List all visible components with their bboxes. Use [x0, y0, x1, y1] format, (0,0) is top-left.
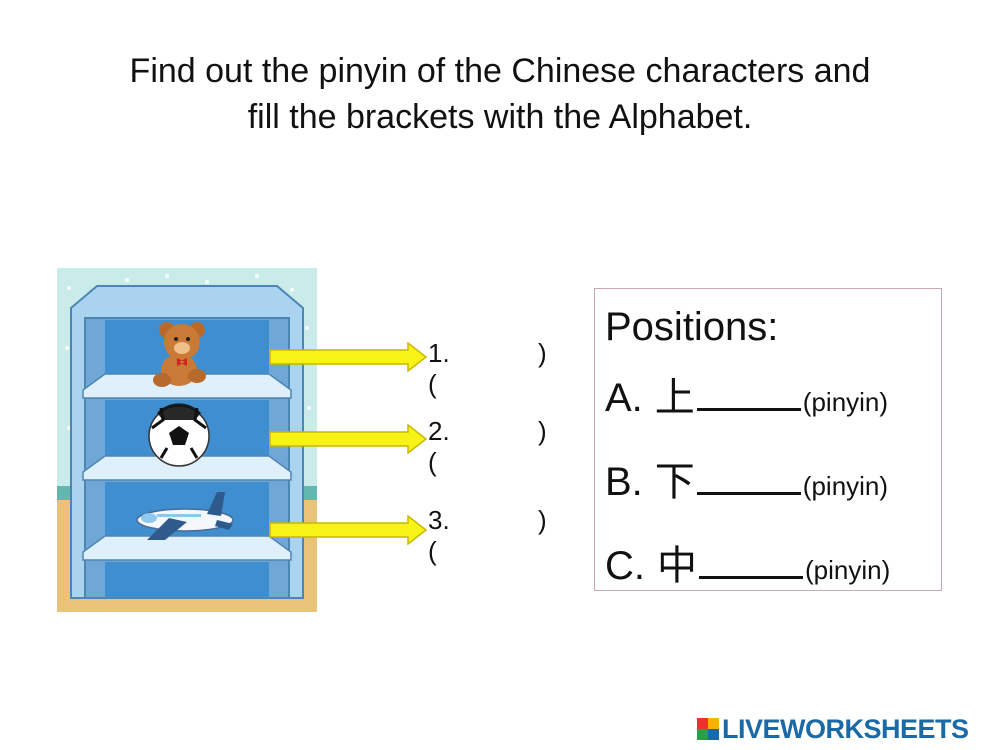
pinyin-blank[interactable] [696, 462, 801, 495]
positions-title: Positions: [605, 305, 779, 349]
option-character: 上 [654, 375, 695, 421]
arrow-3 [269, 515, 428, 545]
option-character: 下 [654, 459, 695, 505]
teddy-bear-icon [153, 322, 206, 387]
option-letter: B. [605, 460, 643, 504]
answer-close-2: ) [538, 416, 547, 446]
answer-number-1: 1.( [428, 338, 450, 399]
logo-mark-icon [697, 718, 719, 740]
instructions-line-1: Find out the pinyin of the Chinese chara… [129, 52, 871, 90]
option-hint: (pinyin) [802, 471, 889, 501]
option-hint: (pinyin) [805, 555, 891, 585]
position-option-b: B.下 (pinyin) [605, 449, 888, 507]
arrow-1 [269, 342, 428, 372]
option-letter: C. [605, 544, 645, 588]
option-hint: (pinyin) [802, 387, 889, 417]
arrow-2 [269, 424, 428, 454]
answer-close-1: ) [538, 338, 547, 368]
soccer-ball-icon [148, 403, 210, 467]
answer-number-2: 2.( [428, 416, 450, 477]
positions-box: Positions: A.上 (pinyin) B.下 (pinyin) C. 中 (p… [594, 288, 942, 591]
shelf-illustration [57, 268, 317, 612]
liveworksheets-logo: LIVEWORKSHEETS [697, 714, 969, 744]
answer-close-3: ) [538, 505, 547, 535]
logo-text: LIVEWORKSHEETS [722, 713, 969, 744]
pinyin-blank[interactable] [699, 546, 803, 579]
instructions: Find out the pinyin of the Chinese chara… [40, 48, 960, 140]
pinyin-blank[interactable] [696, 378, 801, 411]
option-character: 中 [657, 543, 697, 589]
position-option-c: C. 中 (pinyin) [605, 533, 890, 591]
answer-number-3: 3.( [428, 505, 450, 566]
airplane-icon [136, 492, 234, 540]
option-letter: A. [605, 376, 643, 420]
position-option-a: A.上 (pinyin) [605, 365, 888, 423]
instructions-line-2: fill the brackets with the Alphabet. [247, 98, 753, 136]
